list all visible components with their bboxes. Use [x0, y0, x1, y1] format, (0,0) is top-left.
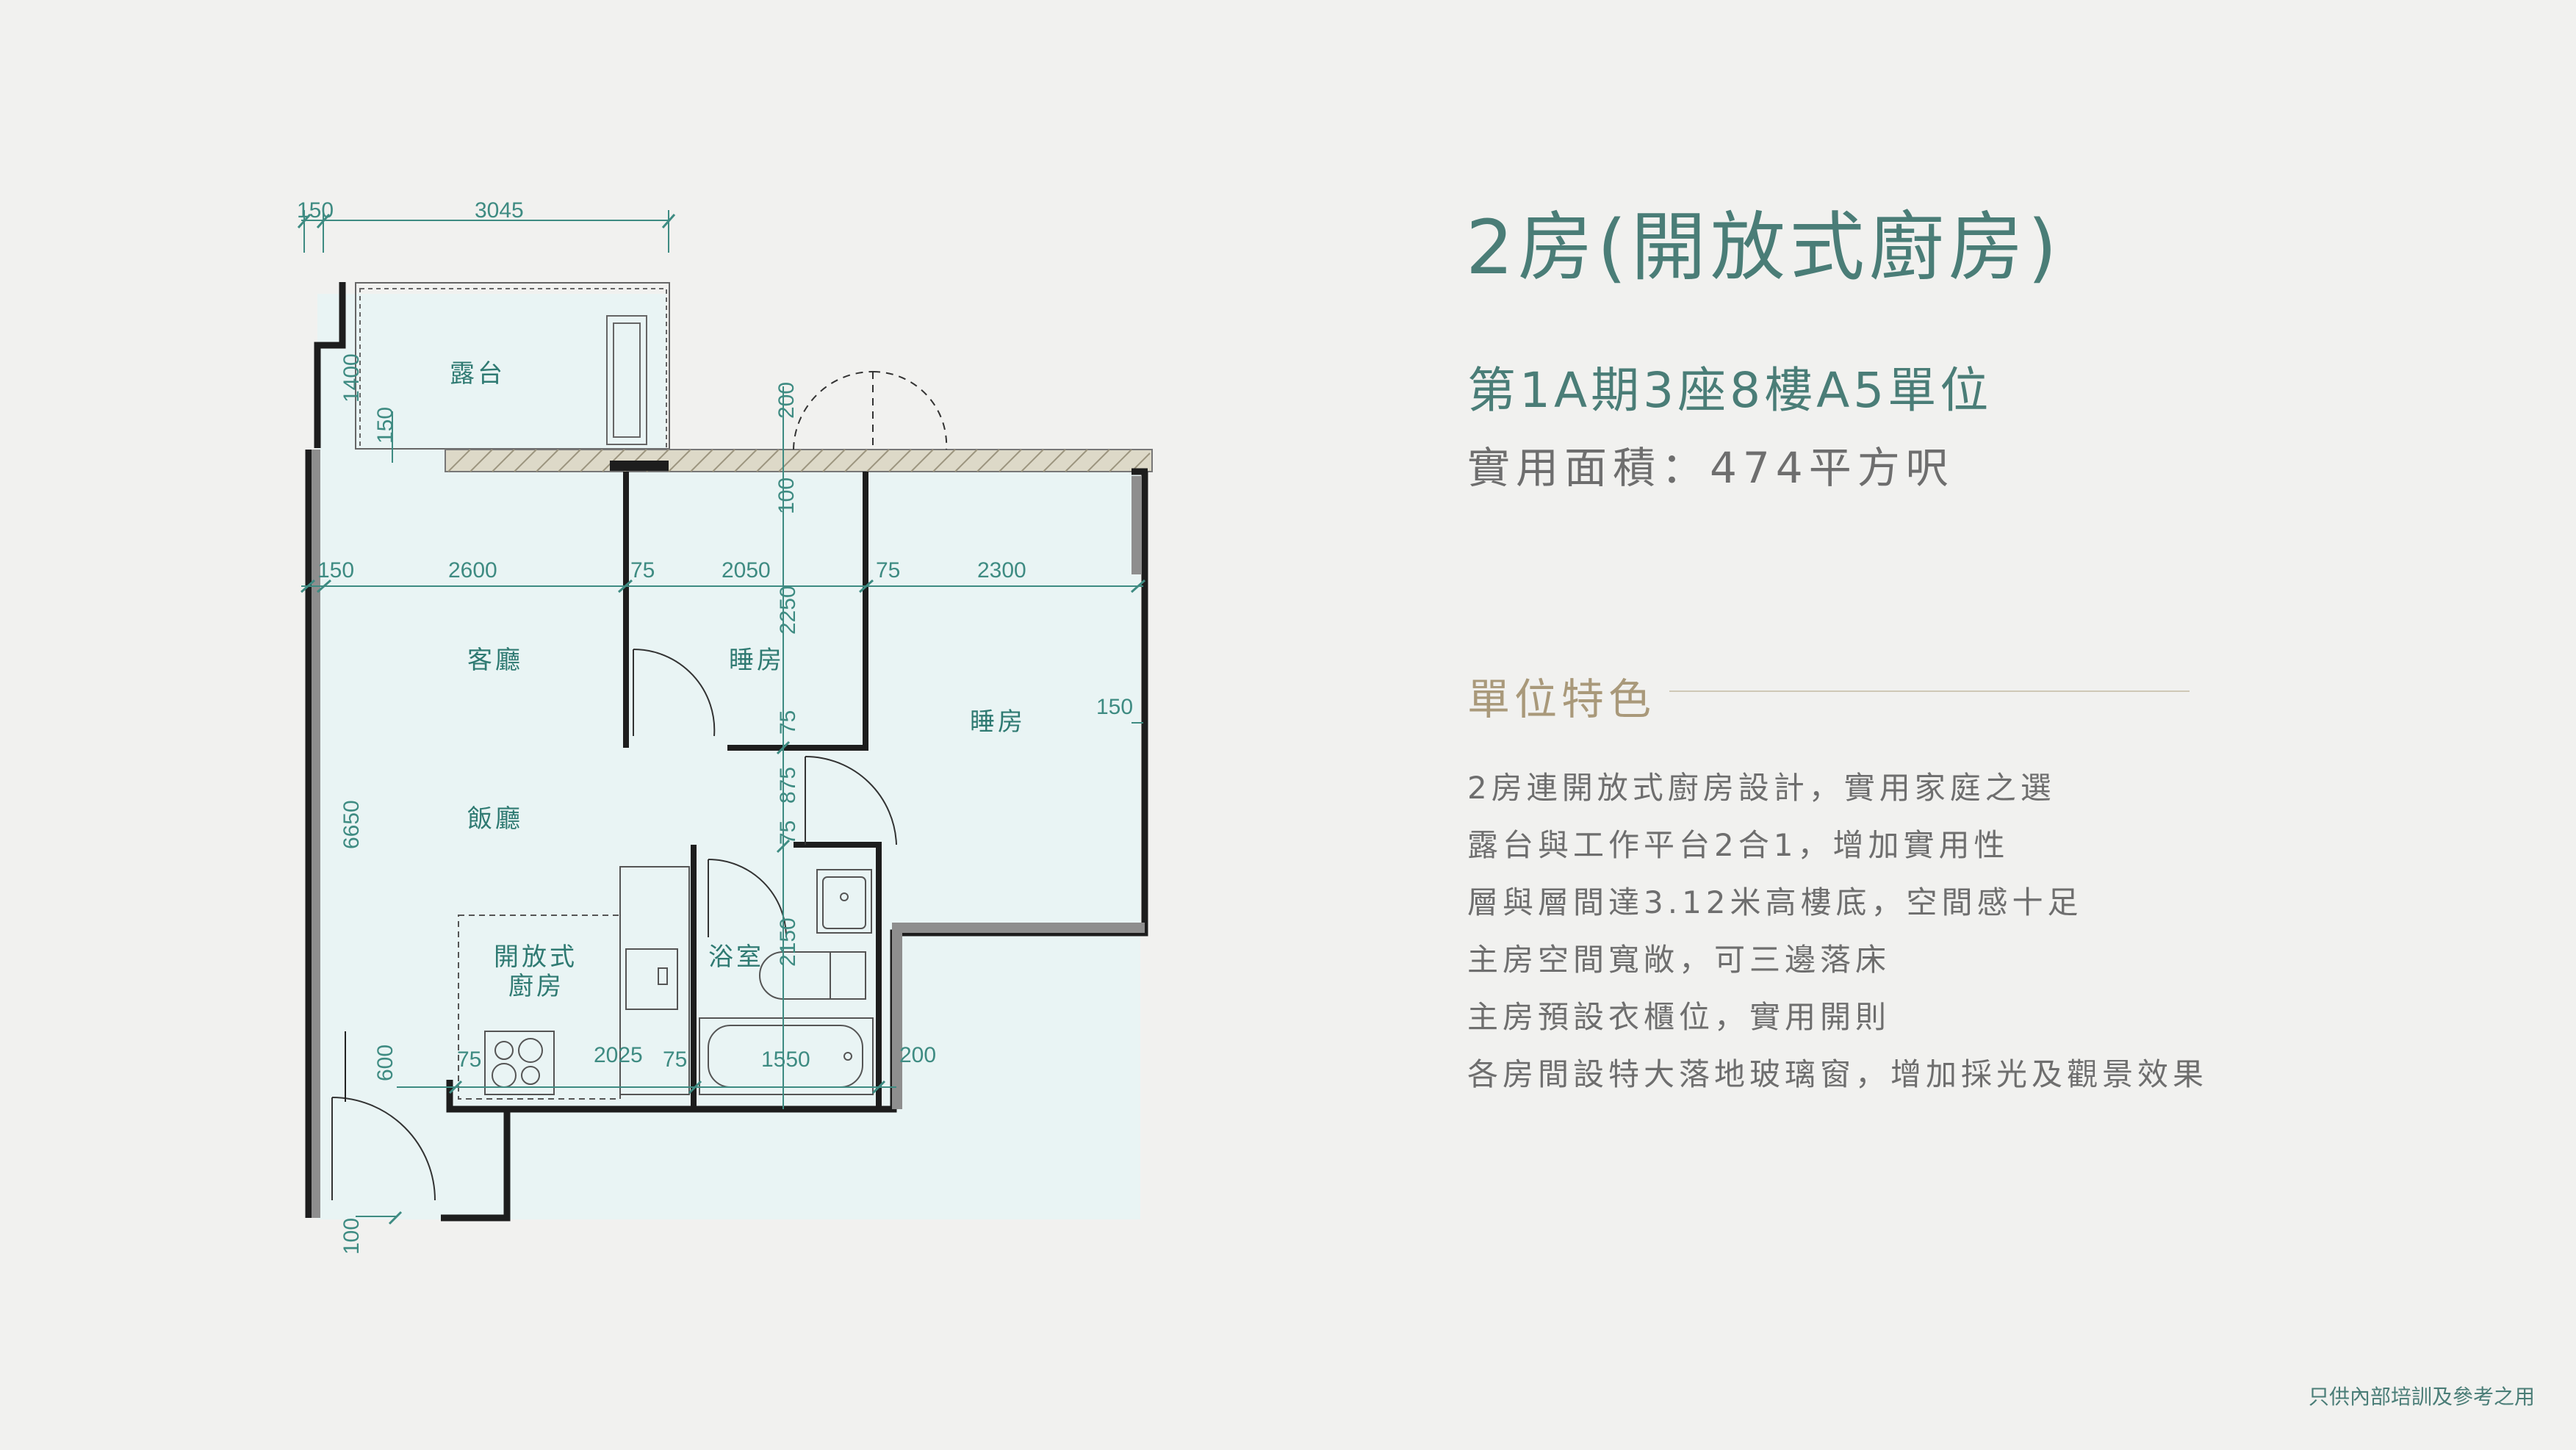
dim-label: 100 [339, 1218, 364, 1255]
dim-label: 150 [317, 558, 354, 582]
dim-label: 600 [373, 1045, 397, 1081]
room-label-dining: 飯廳 [467, 804, 523, 834]
room-labels: 露台 客廳 睡房 睡房 飯廳 開放式 廚房 浴室 [450, 359, 1026, 1001]
dim-label: 75 [876, 558, 900, 582]
feature-item: 主房預設衣櫃位，實用開則 [1467, 999, 1891, 1035]
dim-label: 3045 [475, 198, 524, 223]
room-label-bedroom-1: 睡房 [729, 646, 785, 675]
dim-label: 2300 [977, 558, 1026, 582]
dim-label: 1400 [339, 353, 364, 403]
door-swings [331, 370, 948, 1201]
room-label-kitchen-2: 廚房 [508, 972, 564, 1001]
dimension-ticks [297, 214, 1145, 1225]
dim-label: 200 [774, 382, 799, 419]
interior-walls [610, 461, 882, 1109]
room-label-bathroom: 浴室 [708, 942, 764, 972]
dim-label: 200 [899, 1043, 936, 1067]
dim-label: 2600 [448, 558, 497, 582]
floor-area [317, 294, 1140, 1219]
dim-label: 6650 [339, 800, 364, 849]
wall-shading [312, 450, 1145, 1218]
room-label-kitchen-1: 開放式 [494, 942, 578, 972]
dim-label: 150 [1096, 695, 1133, 719]
feature-item: 層與層間達3.12米高樓底，空間感十足 [1467, 884, 2083, 920]
dim-label: 75 [776, 820, 800, 845]
dim-label: 75 [776, 710, 800, 735]
bathroom-fittings [699, 869, 874, 1095]
window-ledge [445, 449, 1153, 472]
dim-label: 2025 [594, 1043, 643, 1067]
room-label-living: 客廳 [467, 646, 523, 675]
features-list: 2房連開放式廚房設計，實用家庭之選 露台與工作平台2合1，增加實用性 層與層間達… [1467, 760, 2208, 1103]
room-label-bedroom-2: 睡房 [970, 707, 1026, 737]
dim-label: 1550 [761, 1047, 810, 1072]
disclaimer-footer: 只供內部培訓及參考之用 [2308, 1385, 2535, 1409]
dim-label: 150 [373, 407, 397, 444]
room-label-balcony: 露台 [450, 359, 506, 389]
floor-plan: 露台 客廳 睡房 睡房 飯廳 開放式 廚房 浴室 150 3045 1400 1… [297, 198, 1153, 1255]
feature-item: 露台與工作平台2合1，增加實用性 [1467, 827, 2010, 863]
feature-item: 各房間設特大落地玻璃窗，增加採光及觀景效果 [1467, 1056, 2209, 1092]
unit-subtitle: 第1A期3座8樓A5單位 [1467, 362, 1993, 419]
features-heading: 單位特色 [1467, 674, 1656, 724]
dim-label: 75 [630, 558, 655, 582]
dim-label: 875 [776, 767, 800, 804]
dim-label: 2250 [776, 585, 800, 635]
dim-label: 150 [297, 198, 334, 223]
dim-label: 2150 [776, 917, 800, 967]
saleable-area: 實用面積：474平方呎 [1467, 443, 1954, 493]
dim-label: 75 [663, 1047, 687, 1072]
features-divider [1669, 690, 2190, 692]
feature-item: 主房空間寬敞，可三邊落床 [1467, 942, 1891, 978]
dim-label: 100 [774, 477, 799, 514]
feature-item: 2房連開放式廚房設計，實用家庭之選 [1467, 770, 2056, 806]
page-title: 2房(開放式廚房) [1466, 204, 2062, 292]
dim-label: 2050 [722, 558, 771, 582]
dim-label: 75 [457, 1047, 481, 1072]
dimension-labels: 150 3045 1400 150 200 100 150 2600 75 20… [297, 198, 1133, 1255]
